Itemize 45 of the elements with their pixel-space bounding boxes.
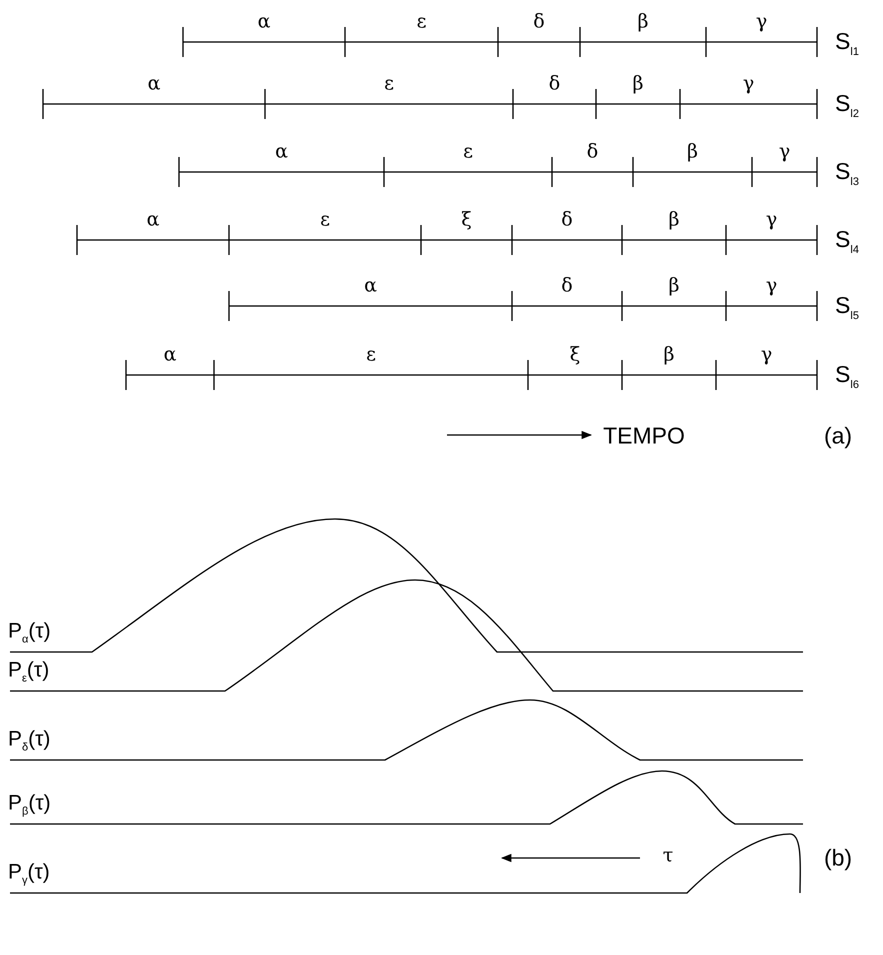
phase-letter: ε <box>320 210 330 230</box>
phase-letter: ξ <box>570 346 580 364</box>
sequence-label: S$_{l1}$ <box>835 30 859 58</box>
curve-label: P$_{β}$(τ) <box>8 792 51 818</box>
curve-label: P$_{α}$(τ) <box>8 620 51 646</box>
phase-letter: β <box>632 74 644 94</box>
phase-letter: α <box>164 346 176 364</box>
phase-letter: α <box>275 142 288 162</box>
phase-letter: ξ <box>461 210 472 230</box>
curve-label: P$_{ε}$(τ) <box>8 659 50 685</box>
phase-letter: γ <box>766 210 778 230</box>
phase-letter: δ <box>561 210 573 230</box>
phase-letter: α <box>364 276 377 296</box>
phase-letter: β <box>638 12 648 32</box>
phase-letter: ε <box>366 346 376 364</box>
phase-letter: δ <box>533 12 545 32</box>
axis-label: τ <box>662 846 674 866</box>
phase-letter: β <box>668 210 680 230</box>
curve-label: P$_{γ}$(τ) <box>8 861 50 887</box>
phase-letter: β <box>668 276 680 296</box>
phase-letter: δ <box>561 276 573 296</box>
phase-letter: γ <box>778 142 790 162</box>
curve-label: P$_{δ}$(τ) <box>8 728 50 754</box>
phase-letter: β <box>687 142 698 162</box>
panel-label: (b) <box>824 846 852 870</box>
axis-label: TEMPO <box>603 424 685 448</box>
phase-letter: δ <box>586 142 598 162</box>
phase-letter: β <box>664 346 674 364</box>
phase-letter: ε <box>416 12 426 32</box>
phase-letter: γ <box>760 346 772 364</box>
phase-letter: γ <box>756 12 768 32</box>
phase-letter: ε <box>384 74 394 94</box>
sequence-label: S$_{l6}$ <box>835 363 859 391</box>
phase-letter: γ <box>766 276 778 296</box>
phase-letter: α <box>258 12 270 32</box>
panel-label: (a) <box>824 424 852 448</box>
sequence-label: S$_{l3}$ <box>835 160 859 188</box>
sequence-label: S$_{l5}$ <box>835 294 859 322</box>
phase-letter: α <box>148 74 160 94</box>
phase-letter: γ <box>742 74 754 94</box>
phase-letter: α <box>146 210 160 230</box>
sequence-label: S$_{l2}$ <box>835 92 859 120</box>
sequence-label: S$_{l4}$ <box>835 228 859 256</box>
phase-letter: ε <box>463 142 473 162</box>
phase-letter: δ <box>548 74 560 94</box>
